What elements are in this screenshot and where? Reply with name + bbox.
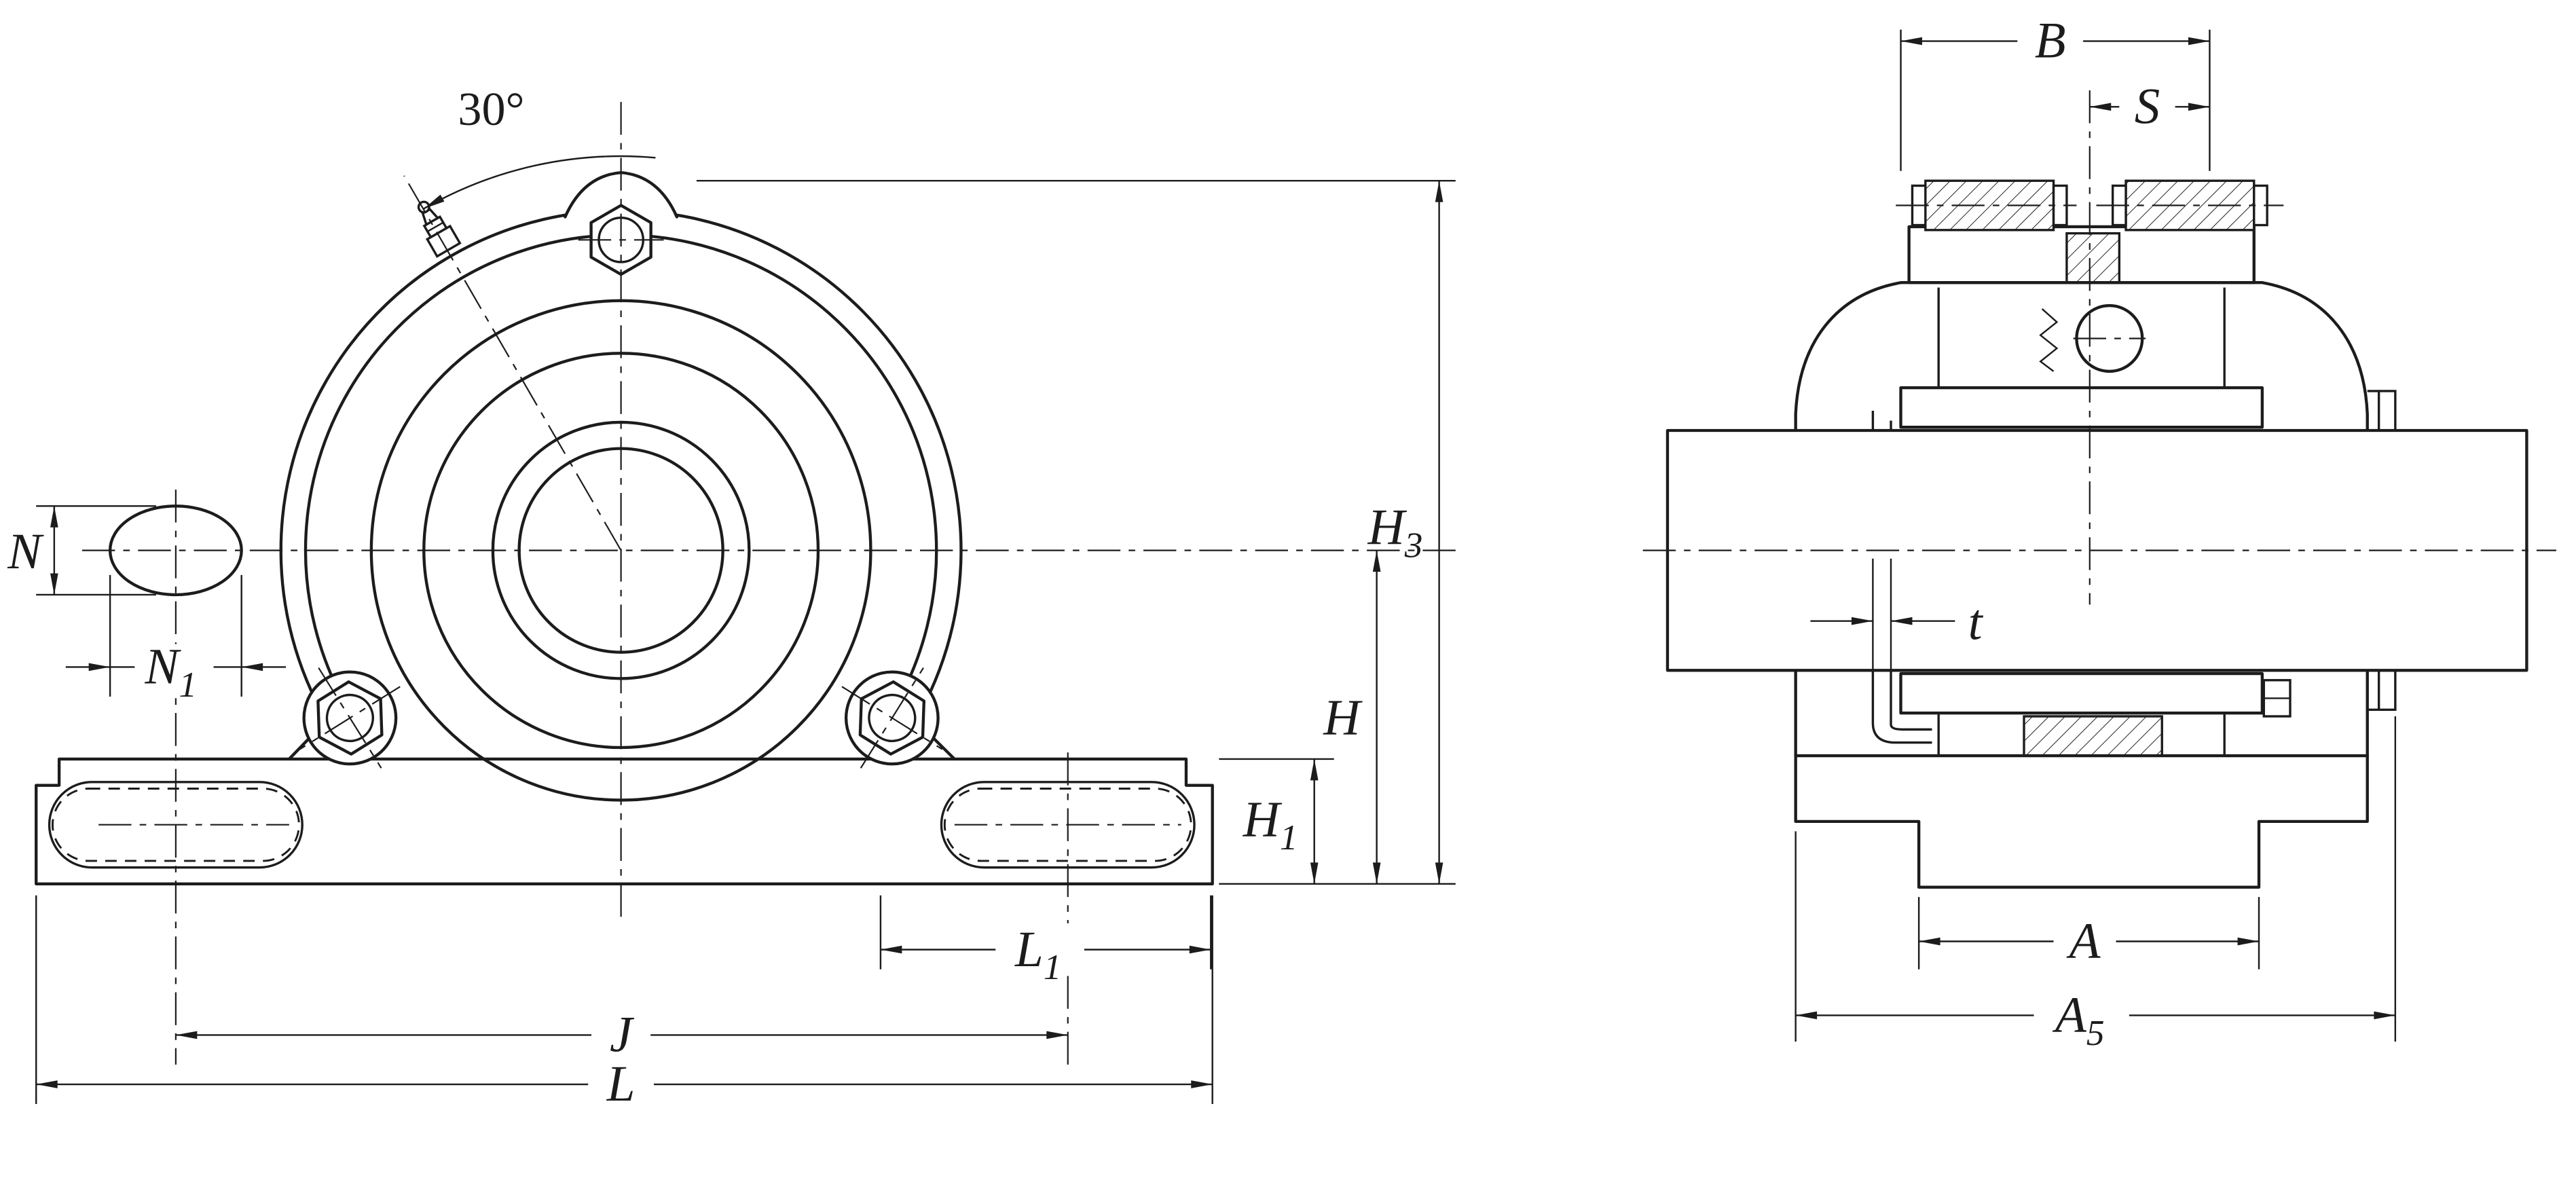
bearing-cartridge	[1899, 287, 2264, 756]
label-N1: N1	[144, 639, 197, 705]
dimension-A5: A5	[1795, 716, 2397, 1053]
bolt-hole-detail	[108, 504, 243, 597]
mounting-pad-left	[48, 781, 303, 869]
label-S: S	[2135, 79, 2160, 135]
dimension-H3: H3	[696, 180, 1456, 885]
end-cover-left	[1871, 410, 1932, 744]
dimension-H1: H1	[1219, 758, 1334, 884]
label-A5: A5	[2052, 987, 2104, 1053]
label-B: B	[2035, 13, 2066, 69]
label-t: t	[1968, 594, 1984, 650]
end-cover-right	[2262, 390, 2397, 718]
set-screw-collar	[1896, 179, 2284, 284]
hex-bolt-left	[299, 667, 401, 769]
mounting-slot-left	[51, 788, 300, 862]
dimension-H: H	[1323, 550, 1381, 884]
dimension-N: N	[7, 505, 156, 596]
label-N: N	[7, 523, 44, 580]
hex-bolt-right	[841, 667, 943, 769]
front-view: 30° N N1 H3 H	[7, 82, 1456, 1112]
dimension-N1: N1	[65, 574, 287, 705]
dimension-L: L	[35, 895, 1213, 1112]
centerlines-side	[1642, 90, 2556, 605]
dimension-L1: L1	[879, 895, 1212, 987]
label-H: H	[1323, 690, 1363, 746]
label-J: J	[610, 1007, 635, 1063]
dimension-B: B	[1900, 13, 2211, 171]
label-L: L	[606, 1056, 636, 1112]
mounting-slot-right	[943, 788, 1192, 862]
label-H1: H1	[1243, 792, 1298, 858]
mounting-pad-right	[940, 781, 1196, 869]
label-L1: L1	[1014, 921, 1061, 987]
base-front	[35, 757, 1214, 886]
label-angle: 30°	[458, 83, 524, 136]
dimension-t: t	[1810, 558, 1984, 677]
centerlines-front	[81, 102, 1456, 1065]
grease-fitting-icon	[417, 200, 462, 258]
dimension-J: J	[175, 1007, 1068, 1063]
dimension-S: S	[2089, 79, 2210, 135]
side-view: B S t A A5	[1642, 13, 2556, 1053]
dimension-A: A	[1917, 897, 2260, 970]
dimension-angle: 30°	[423, 82, 656, 210]
label-A: A	[2066, 913, 2101, 970]
label-H3: H3	[1367, 499, 1423, 565]
ball-detail	[2039, 303, 2146, 373]
base-side	[1794, 715, 2369, 889]
